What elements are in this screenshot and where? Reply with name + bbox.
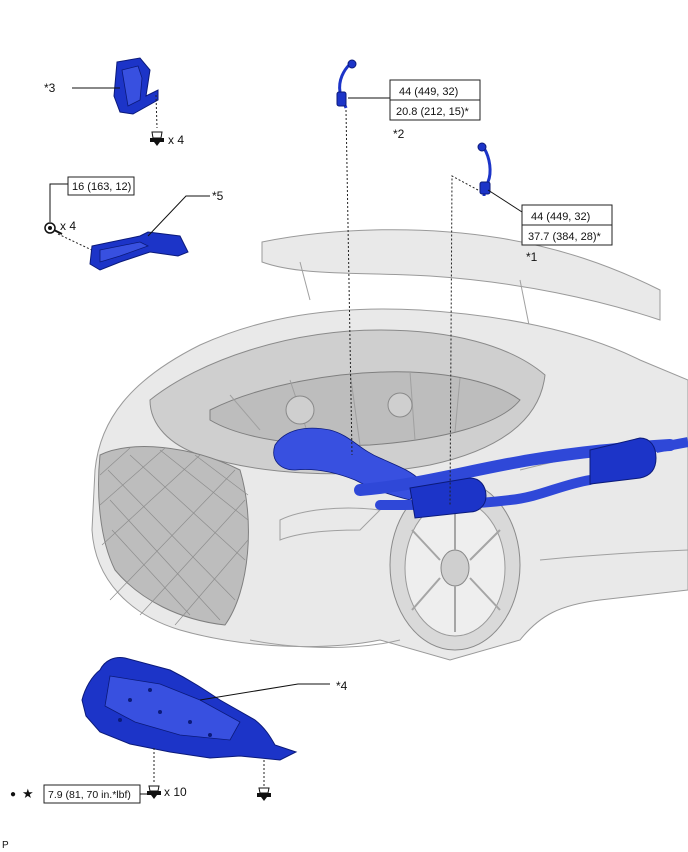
part-2-torque-line2: 20.8 (212, 15)*	[396, 106, 469, 118]
part-2-sensor: 44 (449, 32) 20.8 (212, 15)* *2	[336, 59, 481, 456]
car-illustration	[91, 229, 688, 661]
front-grille	[98, 446, 249, 626]
part-2-torque-line1: 44 (449, 32)	[399, 86, 458, 98]
clip-icon	[257, 787, 271, 801]
part-5-torque-box	[67, 176, 135, 196]
clip-icon	[150, 131, 164, 146]
front-wheel	[389, 479, 521, 651]
part-3-quantity: x 4	[168, 133, 184, 147]
open-hood	[261, 229, 661, 321]
dot-symbol: ●	[10, 789, 16, 800]
part-1-label: *1	[526, 250, 538, 264]
part-1-torque-line2: 37.7 (384, 28)*	[528, 231, 601, 243]
exhaust-system	[273, 427, 688, 519]
bolt-icon	[44, 222, 63, 235]
star-symbol: ★	[22, 786, 34, 801]
catalytic-converter-front	[409, 477, 487, 519]
part-4-quantity: x 10	[164, 785, 187, 799]
part-3-bracket: *3 x 4	[44, 57, 184, 147]
part-3-label: *3	[44, 81, 56, 95]
part-2-label: *2	[393, 127, 405, 141]
part-4-label: *4	[336, 679, 348, 693]
part-1-sensor: 44 (449, 32) 37.7 (384, 28)* *1	[449, 142, 613, 506]
corner-mark: P	[2, 840, 9, 851]
part-4-engine-under-cover: *4 x 10 ● ★ 7.9 (81, 70 in.*lbf)	[10, 657, 348, 804]
part-5-bracket: 16 (163, 12) x 4 *5	[44, 176, 224, 271]
part-4-torque: 7.9 (81, 70 in.*lbf)	[48, 789, 131, 801]
part-5-torque: 16 (163, 12)	[72, 181, 131, 193]
catalytic-converter-rear	[589, 437, 657, 485]
part-1-torque-line1: 44 (449, 32)	[531, 211, 590, 223]
part-5-label: *5	[212, 189, 224, 203]
part-5-quantity: x 4	[60, 219, 76, 233]
clip-icon	[147, 785, 161, 799]
